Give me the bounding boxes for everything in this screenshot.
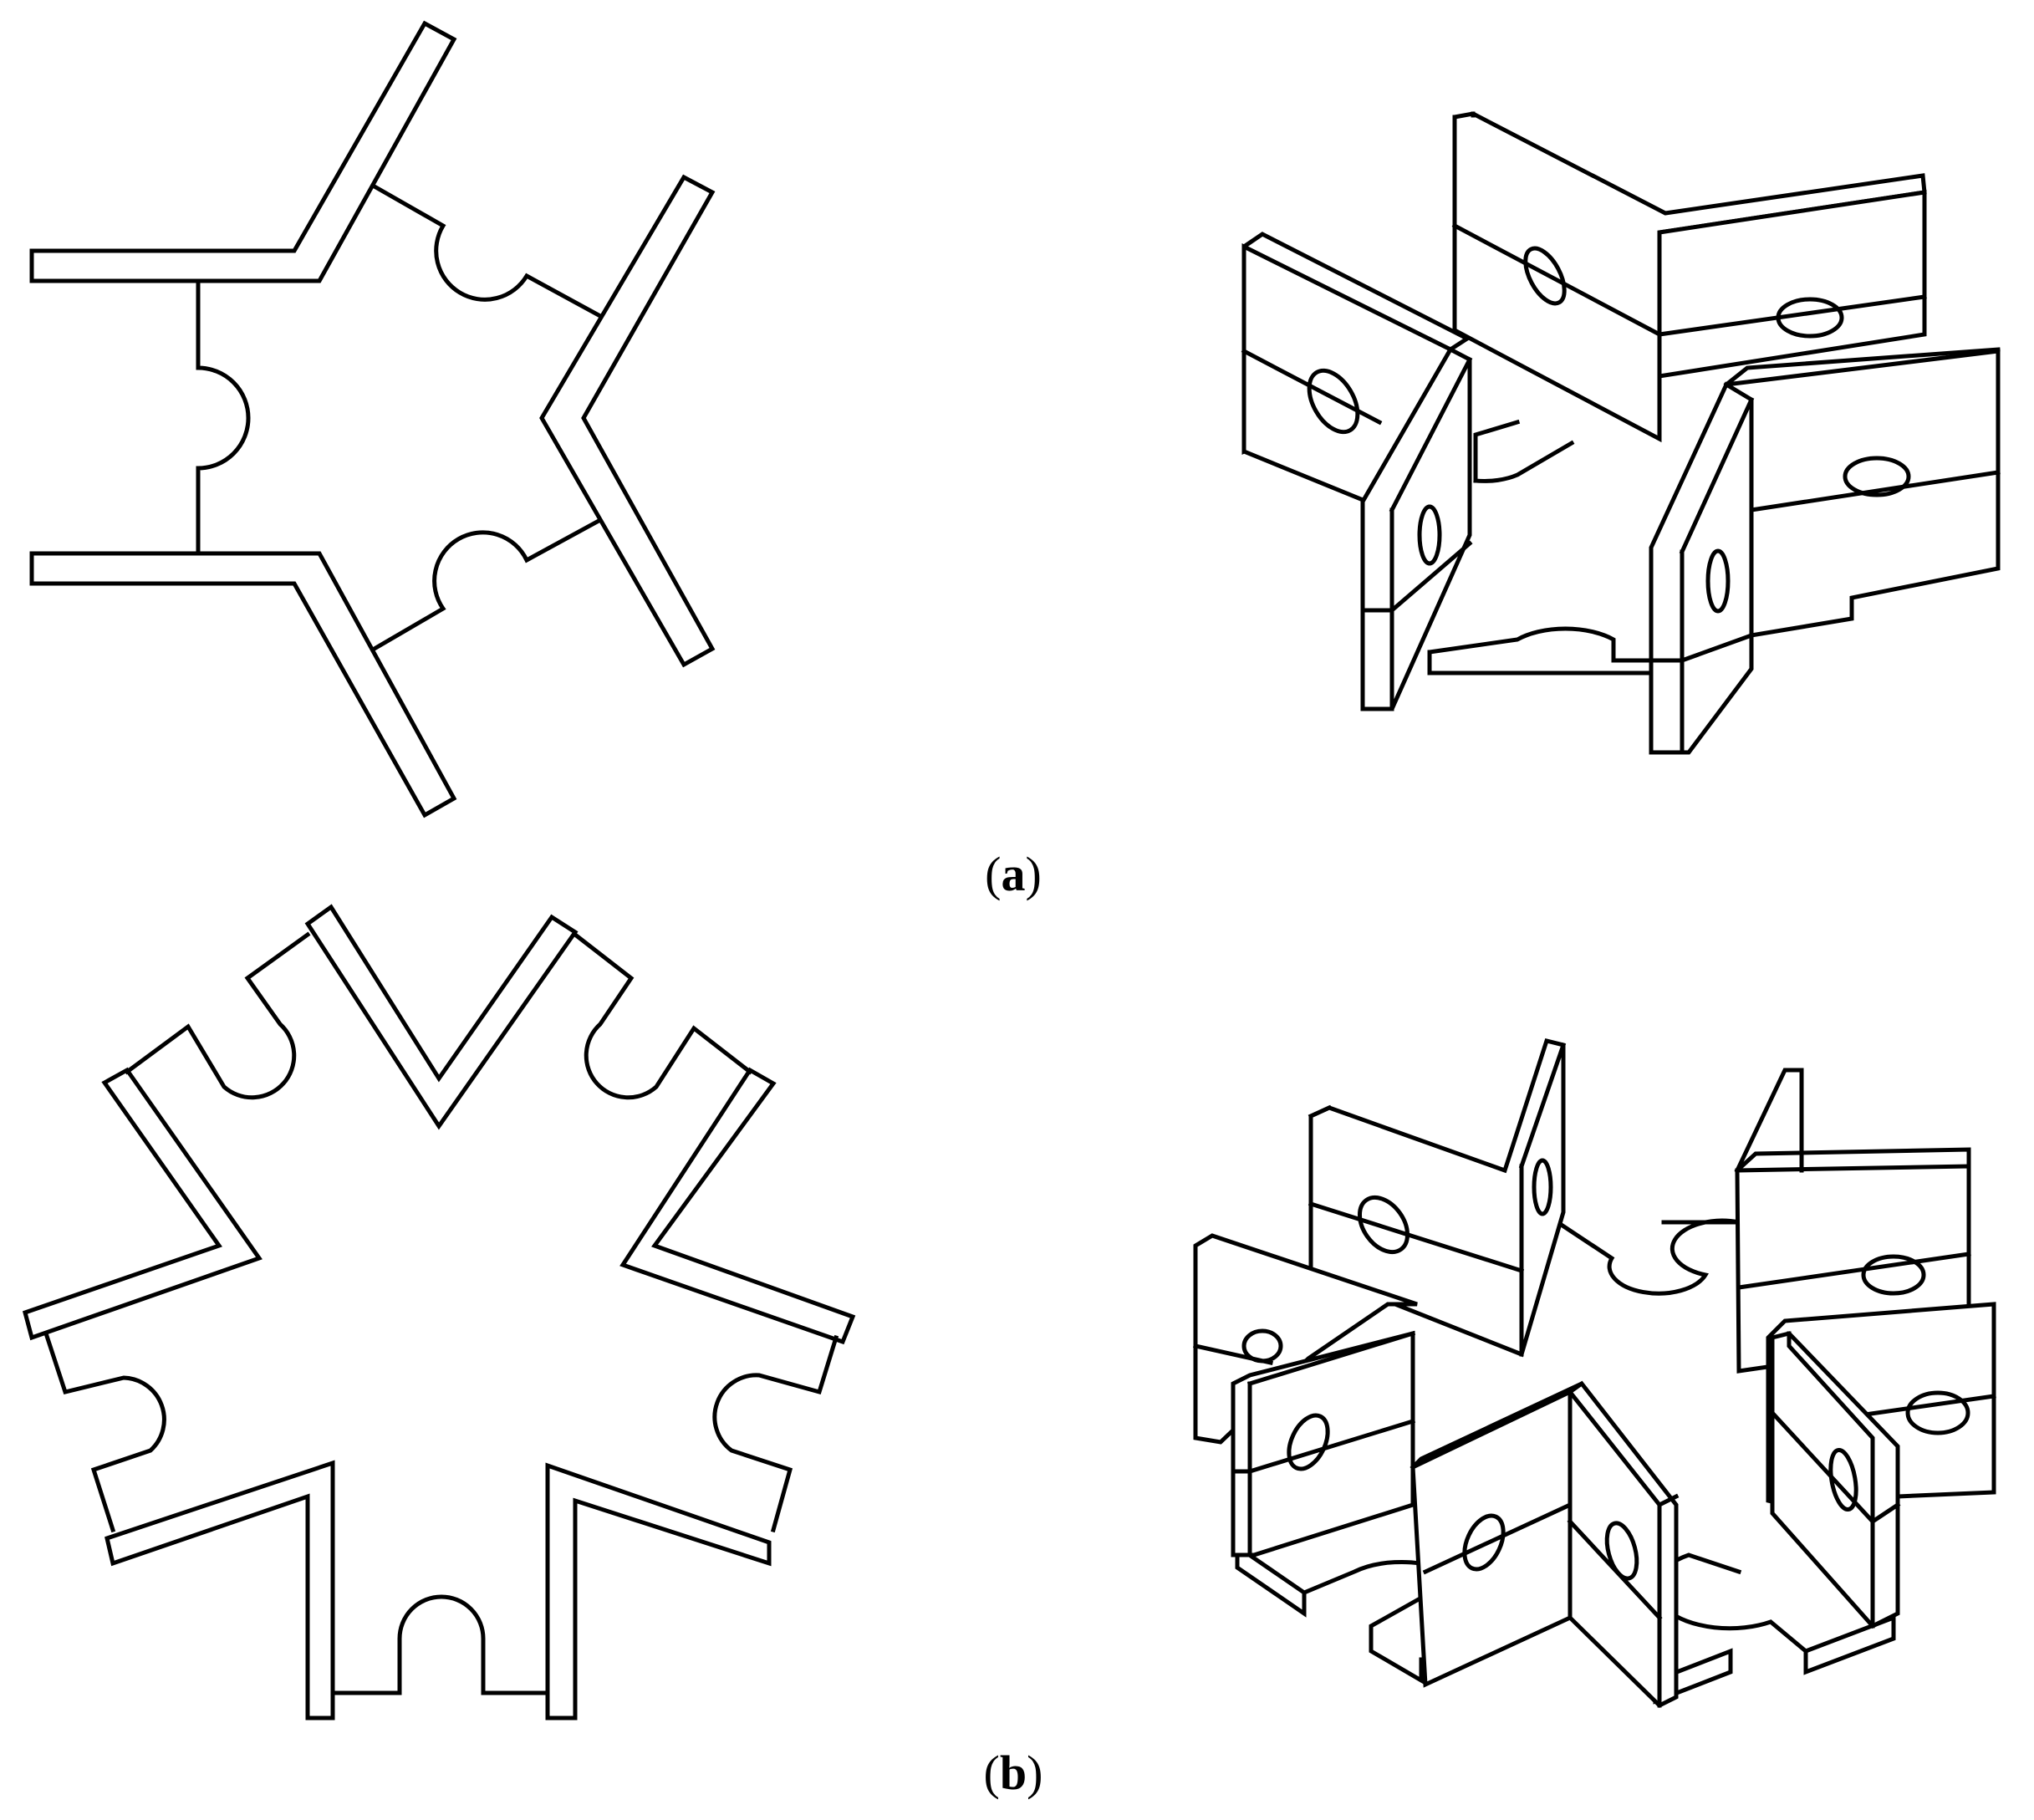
panel-b-3d-left-panel-hole [1241,1328,1283,1364]
panel-a-flat-hub-edge-left [196,278,251,556]
panel-b-flat-arm-upper-right [619,1067,856,1345]
panel-a-flat-arm-bottom [29,551,457,818]
panel-a-flat-hub-edge-upper [370,182,604,319]
caption-a: (a) [985,847,1042,901]
panel-b-3d-base-bottom-left [1234,1543,1440,1685]
panel-b-flat-arm-lower-left [105,1460,335,1721]
panel-b-flat-arm-lower-right [545,1462,772,1721]
panel-b-3d-back-left-side-hole [1532,1158,1553,1216]
panel-b-3d-right-front-hole [1828,1447,1858,1512]
panel-b-flat-hub-edge-left [43,1330,166,1533]
panel-b-flat-pattern [22,904,856,1721]
panel-b-3d-front-panel-seam [1422,1501,1573,1575]
panel-b-3d-back-right-seam [1736,1252,1971,1290]
panel-b-3d-front-panel [1410,1389,1573,1688]
panel-b-3d-front-wing-hole [1604,1521,1639,1581]
panel-b-3d-back-right-hole [1861,1254,1926,1296]
panel-a-3d-left-panel-hole [1307,368,1360,435]
panel-a-flat-arm-top [29,20,457,283]
panel-b-3d-view [1193,1038,1996,1709]
panel-b-3d-left-front-plate [1231,1330,1415,1557]
panel-b-3d-back-left-hole [1357,1195,1410,1255]
panel-a-3d-back-panel-hole-left [1523,246,1567,306]
panel-a-3d-base-plate [1427,626,1658,675]
panel-a-3d-back-panel-hole-right [1776,297,1844,339]
panel-b-flat-arm-upper-left [22,1067,263,1341]
panel-a-3d-right-panel-hole [1843,456,1911,497]
panel-b-3d-base-right-notch [1552,1217,1740,1296]
panel-a-3d-right-panel-seam [1749,470,2001,512]
panel-b-3d-back-right-arm [1734,1068,1804,1174]
panel-a-flat-hub-edge-lower [370,517,604,653]
panel-b-flat-hub-edge-top-right [572,931,753,1100]
panel-b-3d-back-left-seam [1308,1201,1525,1274]
panel-b-flat-hub-edge-top-left [124,931,311,1100]
panel-a-3d-right-front-plate [1649,381,1754,755]
panel-a-3d-view [1241,111,2001,755]
panel-b-flat-arm-top [304,904,579,1130]
panel-b-3d-front-wing [1568,1380,1679,1709]
panel-b-3d-left-front-hole [1287,1413,1330,1471]
panel-a-3d-right-front-hole [1705,548,1731,614]
panel-a-3d-base-notch [1473,419,1575,483]
panel-a-3d-left-front-plate [1360,346,1472,711]
panel-a-flat-arm-right [539,174,716,668]
panel-a-3d-left-front-hole [1417,504,1442,566]
panel-b-3d-front-panel-hole [1462,1513,1506,1572]
caption-b: (b) [984,1746,1043,1800]
panel-b-flat-hub-edge-bottom [330,1594,550,1695]
panel-b-3d-right-panel-hole [1905,1390,1970,1435]
panel-a-flat-pattern [29,20,716,818]
panel-b-flat-hub-edge-right [712,1334,839,1533]
